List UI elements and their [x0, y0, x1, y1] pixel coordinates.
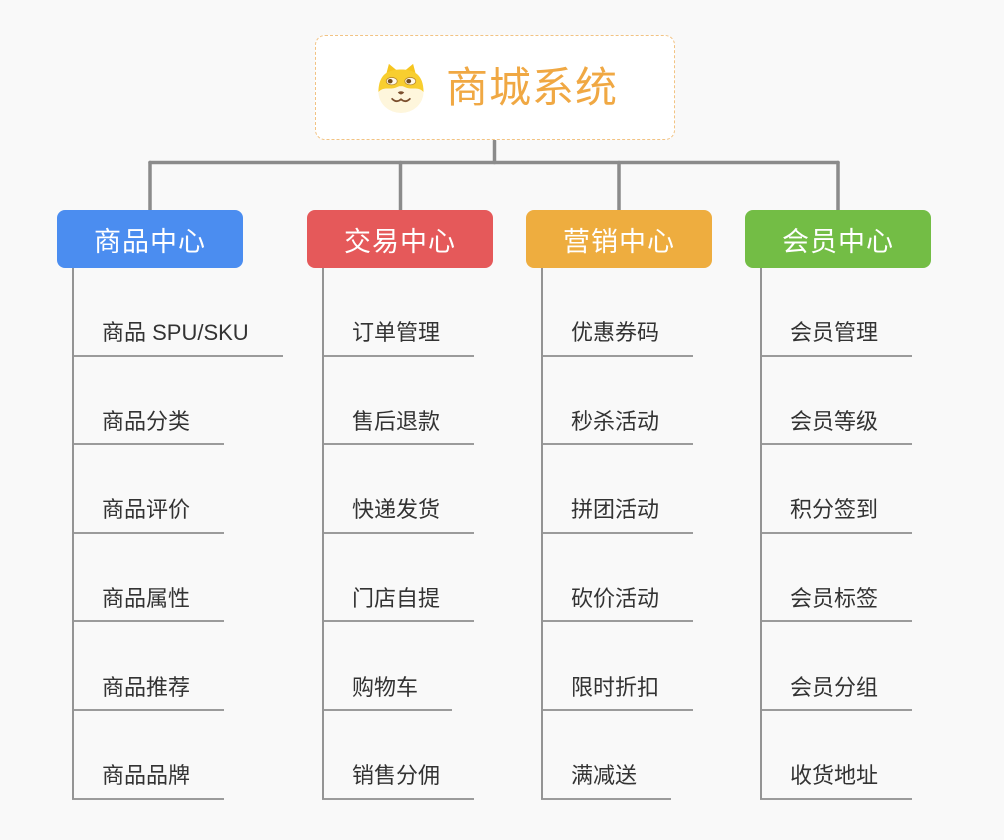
root-node[interactable]: 商城系统: [315, 35, 675, 140]
branch-vertical-line: [760, 268, 762, 799]
leaf-node[interactable]: 商品 SPU/SKU: [72, 320, 283, 357]
leaf-node[interactable]: 会员等级: [760, 409, 913, 446]
branch-header-trade-center[interactable]: 交易中心: [307, 210, 493, 268]
branch-header-marketing-center[interactable]: 营销中心: [526, 210, 712, 268]
leaf-node[interactable]: 门店自提: [322, 586, 475, 623]
branch-header-member-center[interactable]: 会员中心: [745, 210, 931, 268]
leaf-node[interactable]: 优惠券码: [541, 320, 694, 357]
branch-column-marketing: 优惠券码 秒杀活动 拼团活动 砍价活动 限时折扣 满减送: [541, 268, 771, 800]
leaf-node[interactable]: 销售分佣: [322, 763, 475, 800]
leaf-node[interactable]: 会员分组: [760, 675, 913, 711]
leaf-node[interactable]: 商品分类: [72, 409, 225, 446]
leaf-node[interactable]: 会员管理: [760, 320, 913, 357]
leaf-node[interactable]: 商品评价: [72, 497, 225, 534]
branch-vertical-line: [541, 268, 543, 799]
branch-header-product-center[interactable]: 商品中心: [57, 210, 243, 268]
leaf-node[interactable]: 限时折扣: [541, 675, 694, 711]
leaf-node[interactable]: 积分签到: [760, 497, 913, 534]
leaf-node[interactable]: 商品推荐: [72, 675, 225, 711]
leaf-node[interactable]: 收货地址: [760, 763, 913, 800]
leaf-node[interactable]: 拼团活动: [541, 497, 694, 534]
branch-vertical-line: [72, 268, 74, 799]
root-title: 商城系统: [445, 63, 618, 111]
branch-column-trade: 订单管理 售后退款 快递发货 门店自提 购物车 销售分佣: [322, 268, 552, 800]
leaf-node[interactable]: 秒杀活动: [541, 409, 694, 446]
branch-vertical-line: [322, 268, 324, 799]
leaf-node[interactable]: 快递发货: [322, 497, 475, 534]
shiba-dog-icon: [378, 63, 424, 113]
branch-column-member: 会员管理 会员等级 积分签到 会员标签 会员分组 收货地址: [760, 268, 990, 800]
connector-group: [148, 139, 840, 213]
branch-column-product: 商品 SPU/SKU 商品分类 商品评价 商品属性 商品推荐 商品品牌: [72, 268, 302, 800]
leaf-node[interactable]: 购物车: [322, 675, 453, 711]
leaf-node[interactable]: 订单管理: [322, 320, 475, 357]
leaf-node[interactable]: 商品属性: [72, 586, 225, 623]
leaf-node[interactable]: 砍价活动: [541, 586, 694, 623]
leaf-node[interactable]: 会员标签: [760, 586, 913, 623]
leaf-node[interactable]: 售后退款: [322, 409, 475, 446]
leaf-node[interactable]: 满减送: [541, 763, 672, 800]
leaf-node[interactable]: 商品品牌: [72, 763, 225, 800]
